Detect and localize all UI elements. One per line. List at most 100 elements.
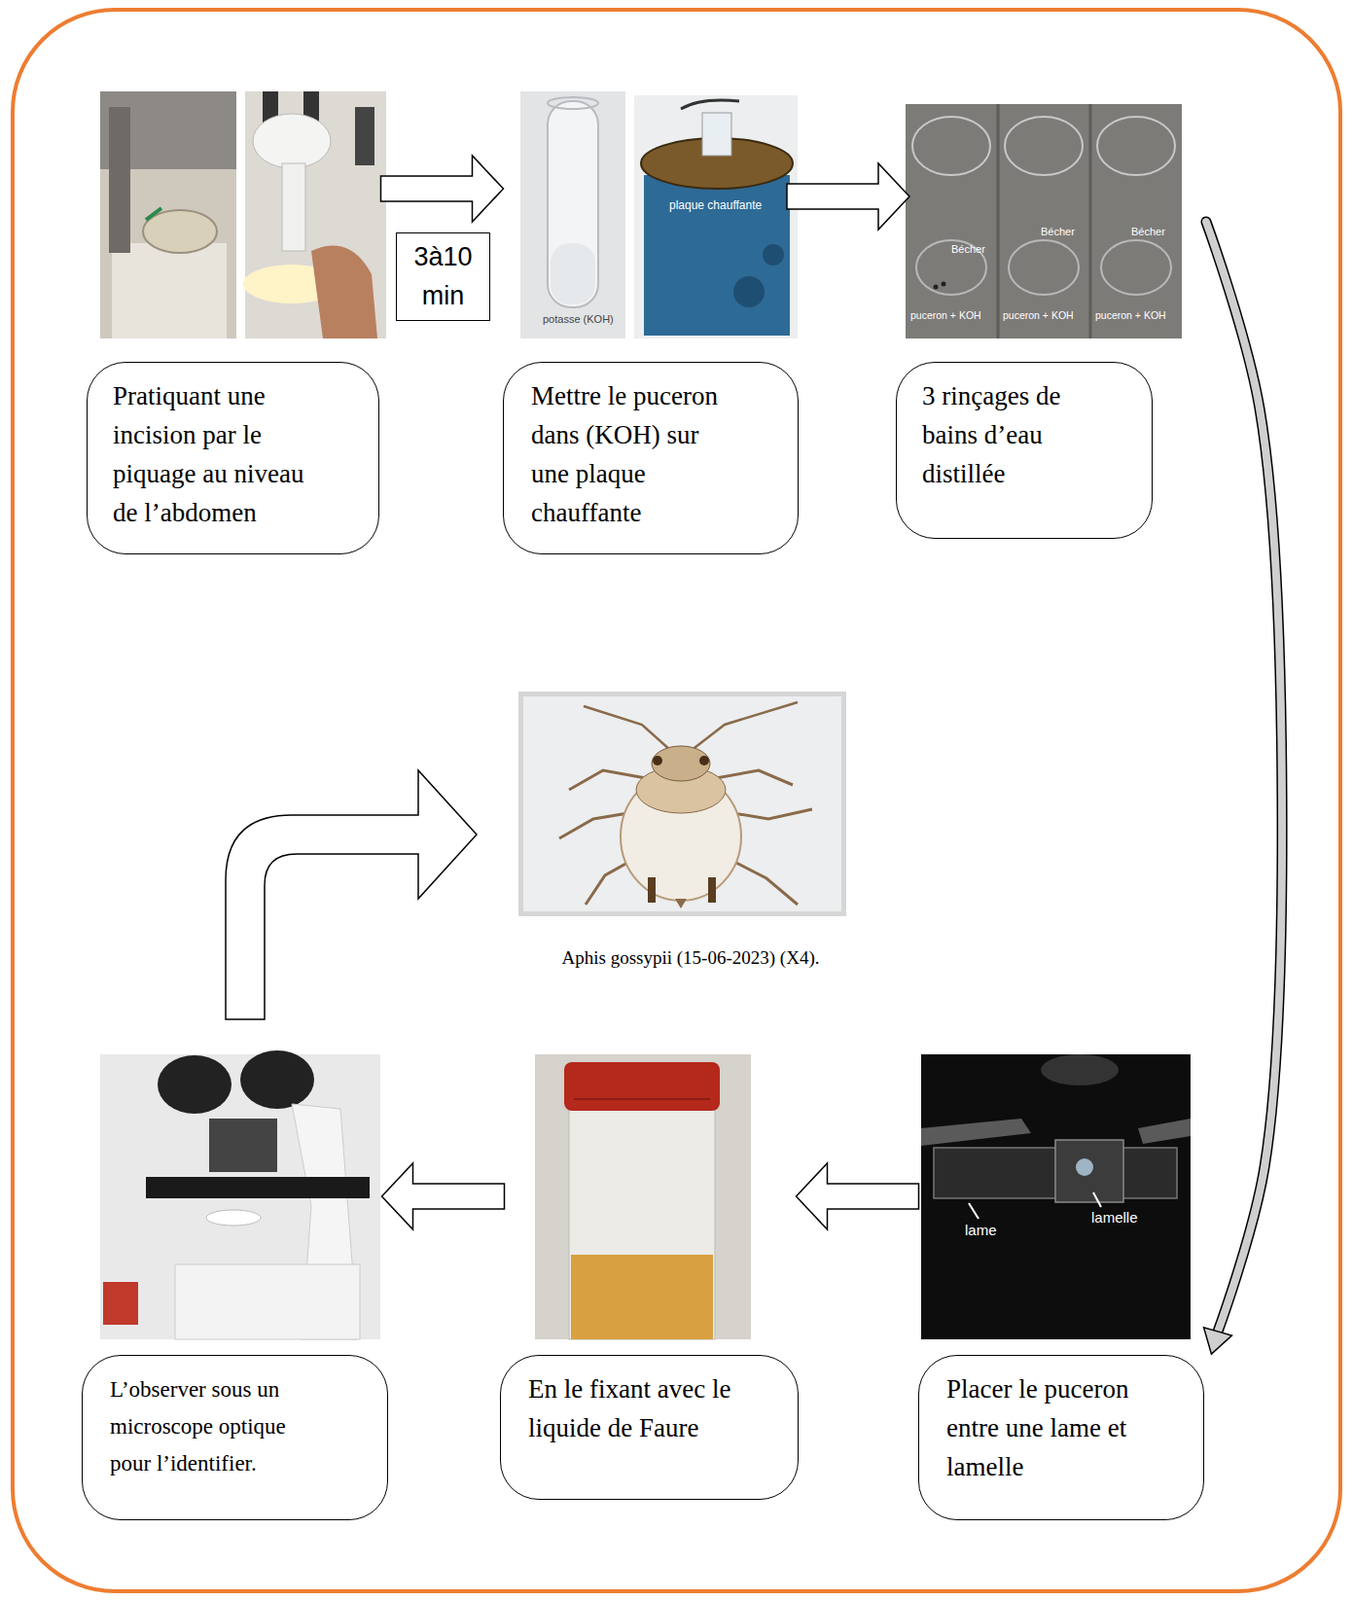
siphunculus (708, 877, 716, 903)
photo-label: Bécher (951, 243, 986, 255)
image-shadow (518, 691, 847, 917)
photo-faure-jar (534, 1054, 751, 1340)
photo-label: Bécher (1131, 225, 1166, 238)
photo-stereo-microscope (100, 91, 237, 339)
test-tube (547, 101, 599, 308)
beaker-base (1008, 240, 1079, 295)
beaker-base (916, 240, 987, 295)
stage-clip (921, 1118, 1032, 1146)
microscope-head (252, 113, 331, 169)
outer-frame (12, 9, 1341, 1592)
photo-ground (100, 1054, 381, 1340)
beaker-rim (1097, 116, 1175, 176)
panel-divider (996, 104, 1000, 339)
antenna (690, 702, 798, 751)
head (651, 746, 711, 782)
cauda (675, 898, 687, 909)
step-text: 3à10 min (402, 237, 484, 316)
photo-label: potasse (KOH) (542, 313, 614, 325)
curved-arrow-body (1206, 221, 1282, 1332)
hot-plate-body (643, 175, 790, 336)
step-box: L’observer sous un microscope optique po… (81, 1354, 389, 1521)
focus-knob (355, 106, 375, 166)
cable (680, 100, 740, 109)
step-text: Mettre le puceron dans (KOH) sur une pla… (531, 376, 742, 533)
photo-ground (905, 104, 1182, 339)
step-text: Placer le puceron entre une lame et lame… (946, 1369, 1157, 1487)
photo-ground (245, 91, 387, 339)
leader-line (968, 1203, 979, 1219)
specimen (1075, 1158, 1094, 1176)
step-text: L’observer sous un microscope optique po… (109, 1371, 312, 1483)
block-arrow (382, 1163, 505, 1230)
image-ground (523, 696, 842, 912)
flow-arrow (381, 155, 504, 222)
aphid-dot (933, 284, 939, 290)
photo-ground (100, 91, 237, 339)
microscope-body (282, 163, 306, 251)
tube-rim (547, 97, 599, 109)
photo-optical-microscope (100, 1050, 381, 1340)
photo-ground (921, 1054, 1191, 1340)
flow-arrow (382, 1163, 505, 1230)
photo-label: plaque chauffante (669, 198, 762, 213)
eye (699, 755, 710, 766)
jar-lid (564, 1062, 720, 1111)
lid-ridge (573, 1098, 711, 1101)
photo-label: Bécher (1040, 225, 1075, 238)
stage-clip (1138, 1118, 1191, 1144)
eyepiece (240, 1050, 315, 1109)
jar-body (569, 1106, 715, 1340)
step-text: 3 rinçages de bains d’eau distillée (922, 376, 1113, 494)
knob (733, 276, 765, 308)
curved-arrow-outline (1206, 221, 1282, 1332)
hand (311, 246, 378, 339)
arrow-head (1204, 1327, 1233, 1354)
photo-label: puceron + KOH (910, 309, 982, 321)
aphid-dot (941, 282, 947, 287)
step-box: Mettre le puceron dans (KOH) sur une pla… (502, 361, 799, 555)
step-box: 3 rinçages de bains d’eau distillée (895, 361, 1153, 539)
beaker-rim (1004, 116, 1083, 176)
faure-liquid (570, 1254, 713, 1340)
pin (145, 208, 162, 220)
step-text: En le fixant avec le liquide de Faure (528, 1369, 759, 1448)
photo-hot-plate (634, 95, 798, 339)
light-source (206, 1210, 261, 1226)
photo-microscope-hand (243, 91, 387, 339)
flow-arrow (786, 163, 910, 230)
flow-arrow (1204, 221, 1283, 1354)
red-cup (103, 1281, 139, 1325)
objective (1040, 1054, 1119, 1086)
microscope-base (175, 1264, 360, 1340)
photo-label: puceron + KOH (1002, 309, 1074, 321)
antenna (583, 706, 672, 751)
block-arrow (796, 1163, 920, 1230)
small-beaker (702, 112, 732, 156)
panel-divider (1089, 104, 1093, 339)
photo-slide-on-stage (921, 1054, 1191, 1340)
knob (762, 244, 784, 266)
step-box: En le fixant avec le liquide de Faure (499, 1354, 799, 1500)
block-arrow (786, 163, 910, 230)
step-box: Placer le puceron entre une lame et lame… (918, 1354, 1205, 1521)
aphid-micrograph (518, 691, 847, 917)
photo-rinsing-beakers (905, 104, 1182, 339)
beaker-base (1101, 240, 1172, 295)
photo-ground (520, 91, 626, 339)
curved-block-arrow (225, 770, 477, 1020)
cover-slip (1055, 1139, 1124, 1203)
microscope-base (111, 243, 227, 339)
eyepiece (157, 1055, 232, 1114)
flow-arrow (796, 1163, 920, 1230)
eye (652, 755, 663, 766)
photo-label: lame (964, 1221, 997, 1239)
koh-liquid (550, 243, 596, 305)
step-text: Pratiquant une incision par le piquage a… (112, 376, 330, 533)
petri-dish (142, 210, 217, 253)
duration-box: 3à10 min (395, 232, 491, 321)
figure-caption: Aphis gossypii (15-06-2023) (X4). (505, 947, 876, 969)
stage (145, 1176, 370, 1199)
photo-koh-tube (520, 91, 626, 339)
leader-line (1093, 1192, 1102, 1208)
